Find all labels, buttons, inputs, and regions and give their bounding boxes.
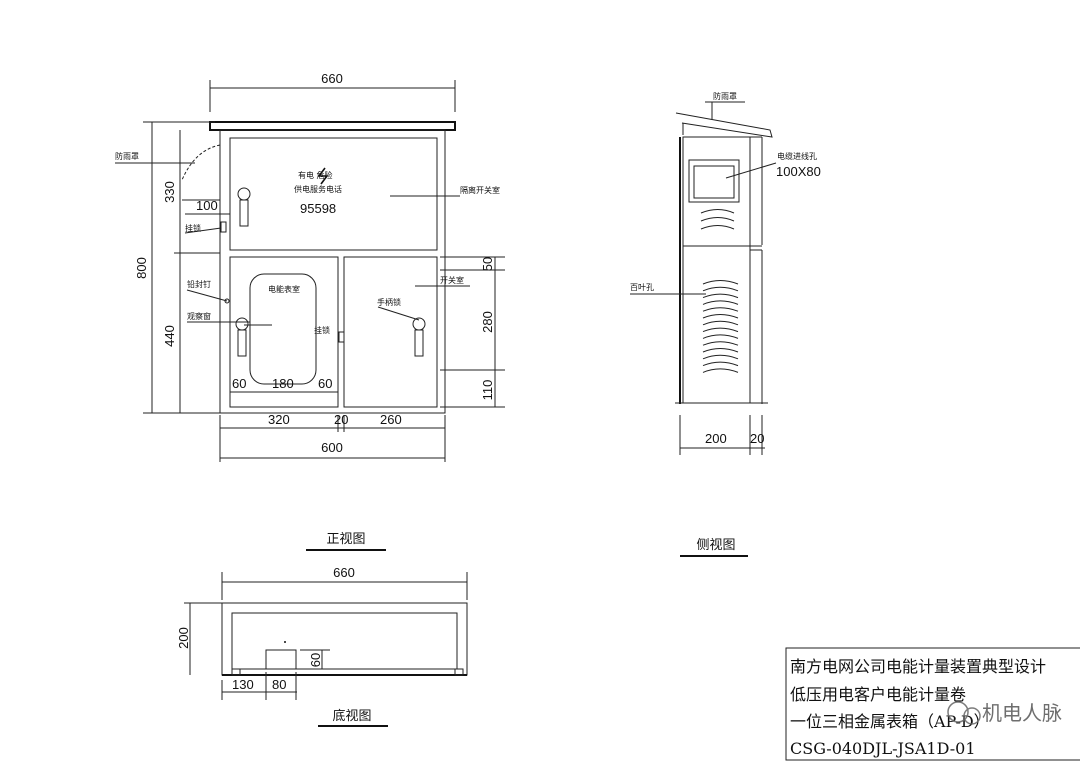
label-isolation-room: 隔离开关室 <box>460 185 500 195</box>
louver-slat <box>702 314 739 319</box>
side-label-cable-size: 100X80 <box>776 164 821 179</box>
label-padlock: 挂锁 <box>185 223 201 233</box>
side-label-rain-cover: 防雨罩 <box>713 91 737 101</box>
cable-entry-hole <box>688 159 740 203</box>
title-block-line2: 低压用电客户电能计量卷 <box>790 685 966 704</box>
louver-slat <box>702 293 739 299</box>
label-padlock2: 挂锁 <box>314 325 330 335</box>
side-dim-200: 200 <box>705 431 727 446</box>
side-label-cable-hole: 电缆进线孔 <box>777 151 817 161</box>
louver-slat <box>702 348 739 353</box>
louver-slat <box>702 361 739 367</box>
upper-compartment <box>229 137 438 251</box>
bottom-dim-130: 130 <box>232 677 254 692</box>
dim-front-800: 800 <box>134 257 149 279</box>
bottom-dim-60: 60 <box>308 653 323 667</box>
side-dim-20: 20 <box>750 431 764 446</box>
bottom-dim-80: 80 <box>272 677 286 692</box>
meter-compartment <box>229 256 339 408</box>
lightning-icon <box>317 167 329 185</box>
dim-front-50: 50 <box>480 257 495 271</box>
dim-front-280: 280 <box>480 311 495 333</box>
side-view-title: 侧视图 <box>696 538 735 553</box>
bottom-dim-200: 200 <box>176 627 191 649</box>
handle-lower-left <box>235 317 249 357</box>
label-switch-room: 开关室 <box>440 275 464 285</box>
bottom-view-title: 底视图 <box>332 708 371 724</box>
front-view: 660 有电 <box>115 71 505 551</box>
dim-front-330: 330 <box>162 181 177 203</box>
watermark-text: 机电人脉 <box>982 701 1062 725</box>
watermark: 机电人脉 <box>947 701 1062 725</box>
label-meter-room: 电能表室 <box>268 284 300 294</box>
label-rain-cover: 防雨罩 <box>115 151 139 161</box>
front-body <box>219 129 446 414</box>
dim-front-260: 260 <box>380 412 402 427</box>
dim-front-60b: 60 <box>318 376 332 391</box>
warning-line2: 供电服务电话 <box>294 184 342 194</box>
dim-front-110: 110 <box>480 380 495 401</box>
title-block-line1: 南方电网公司电能计量装置典型设计 <box>790 657 1046 676</box>
dim-front-100: 100 <box>196 198 218 213</box>
bottom-outline <box>221 602 468 676</box>
warning-line1: 有电 危险 <box>298 170 333 180</box>
side-body <box>682 136 751 404</box>
louver-slat <box>702 300 739 305</box>
handle-lower-right <box>412 317 426 357</box>
label-handle-lock: 手柄锁 <box>377 297 401 307</box>
louver-slat <box>702 327 739 333</box>
front-view-title: 正视图 <box>326 532 365 547</box>
dim-front-320: 320 <box>268 412 290 427</box>
title-block: 南方电网公司电能计量装置典型设计 低压用电客户电能计量卷 一位三相金属表箱（AP… <box>785 647 1080 761</box>
louver-slat <box>702 286 739 292</box>
upper-louvers <box>700 209 735 230</box>
title-block-line4: CSG-040DJL-JSA1D-01 <box>790 739 976 758</box>
dim-front-600: 600 <box>321 440 343 455</box>
side-view: 防雨罩 电缆进线孔 100X80 百叶孔 200 20 侧视图 <box>630 91 821 557</box>
label-seal-nail: 铅封钉 <box>187 279 211 289</box>
dim-front-20: 20 <box>334 412 348 427</box>
title-block-line3: 一位三相金属表箱（AP-D） <box>790 712 990 731</box>
dim-front-180: 180 <box>272 376 294 391</box>
bottom-view: 660 200 60 130 80 底视图 <box>176 565 468 727</box>
louver-slat <box>702 334 739 339</box>
louver-slat <box>702 320 739 326</box>
dim-front-60a: 60 <box>232 376 246 391</box>
observation-window <box>249 273 317 385</box>
louver-slat <box>702 341 739 346</box>
front-rain-cover <box>209 121 456 131</box>
louver-slat <box>702 280 739 285</box>
lower-louvers <box>702 280 739 373</box>
label-window: 观察窗 <box>187 311 211 321</box>
dim-front-660: 660 <box>321 71 343 86</box>
handle-upper <box>237 187 251 227</box>
wechat-icon <box>947 701 969 723</box>
side-label-louver: 百叶孔 <box>630 283 654 292</box>
dim-front-440: 440 <box>162 325 177 347</box>
bottom-dim-660: 660 <box>333 565 355 580</box>
louver-slat <box>702 307 739 312</box>
warning-phone: 95598 <box>300 201 336 216</box>
louver-slat <box>702 354 739 360</box>
louver-slat <box>702 368 739 373</box>
bottom-cable-opening <box>265 649 297 670</box>
